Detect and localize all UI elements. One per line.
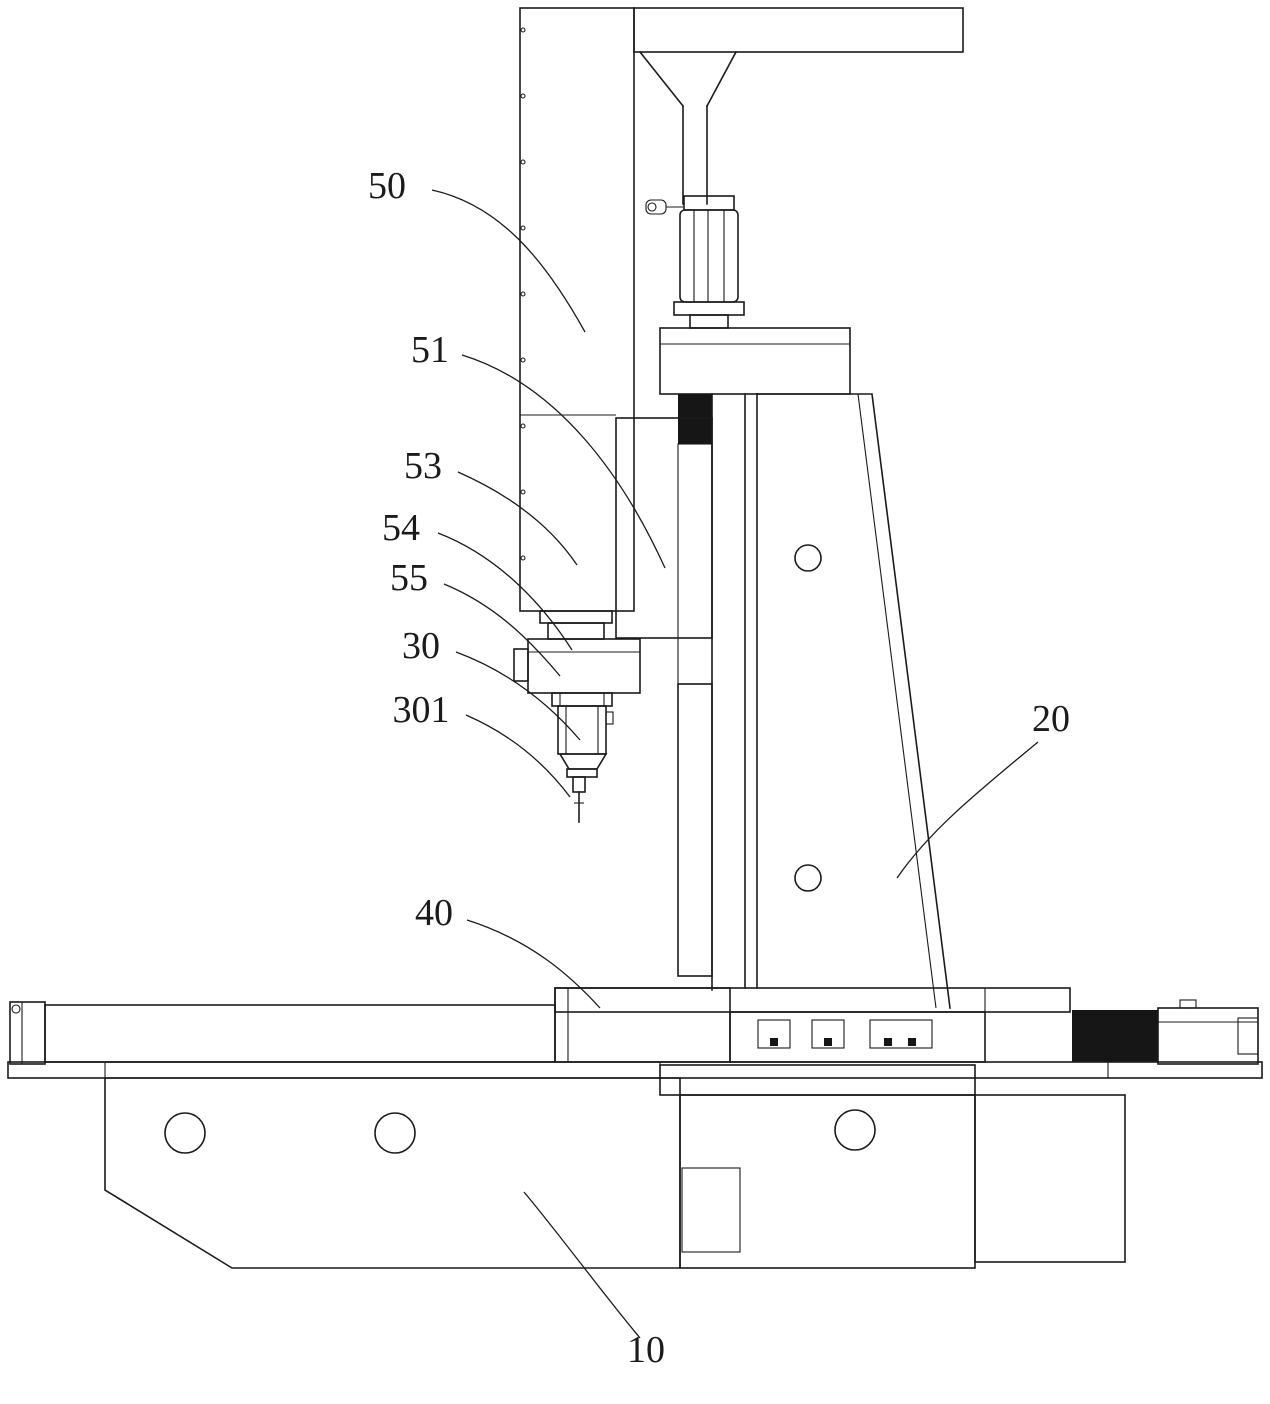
label-20: 20 — [1032, 698, 1070, 740]
z-motor — [645, 195, 745, 329]
leader-line-53 — [457, 471, 578, 566]
label-54: 54 — [382, 507, 420, 549]
label-40: 40 — [415, 892, 453, 934]
leader-line-10 — [523, 1191, 641, 1339]
leader-line-55 — [443, 583, 561, 677]
base-10 — [104, 1064, 1126, 1269]
base-rail — [7, 1061, 1263, 1079]
guide-strip — [677, 393, 758, 991]
label-50: 50 — [368, 165, 406, 207]
top-beam — [633, 7, 964, 53]
label-301: 301 — [393, 689, 450, 731]
leader-line-54 — [437, 532, 573, 651]
leader-line-20 — [896, 741, 1039, 879]
leader-line-51 — [461, 354, 666, 569]
bellows-left — [9, 1001, 556, 1065]
leader-lines — [431, 189, 1039, 1339]
column-foot — [729, 1011, 986, 1063]
label-51: 51 — [411, 329, 449, 371]
ram-flange — [539, 610, 613, 640]
head-bracket — [659, 327, 851, 395]
label-10: 10 — [627, 1329, 665, 1371]
leader-line-301 — [465, 714, 571, 798]
spindle-box-51 — [615, 417, 713, 639]
bellows-right-compressed — [1072, 1010, 1158, 1062]
beam-gusset — [638, 50, 738, 205]
spindle-30 — [551, 692, 614, 778]
leader-line-30 — [455, 651, 581, 741]
tool-301 — [572, 776, 586, 823]
label-30: 30 — [402, 625, 440, 667]
milling-head-54 — [513, 638, 641, 694]
label-53: 53 — [404, 445, 442, 487]
table-right-end — [1157, 999, 1259, 1065]
leader-line-50 — [431, 189, 586, 333]
leader-line-40 — [466, 919, 601, 1009]
column-20 — [756, 393, 951, 1009]
label-55: 55 — [390, 557, 428, 599]
callout-labels: 50 51 53 54 55 30 301 20 40 10 — [368, 165, 1070, 1371]
